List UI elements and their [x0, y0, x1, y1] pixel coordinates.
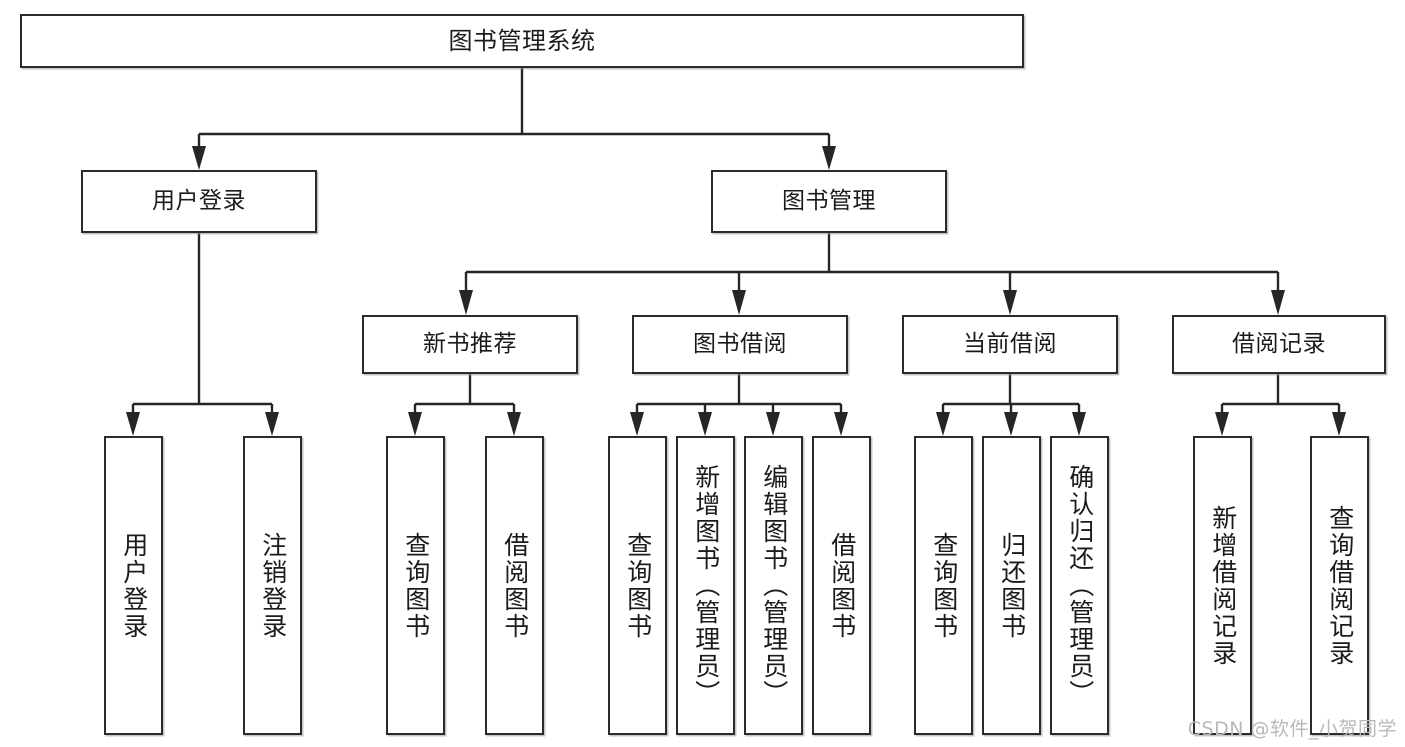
arrow-root-to-user-login — [192, 146, 206, 170]
arrow-current-leaf-1 — [936, 412, 950, 436]
arrow-current-leaf-2 — [1004, 412, 1018, 436]
node-label: 当前借阅 — [963, 330, 1057, 357]
node-user-login[interactable]: 用户登录 — [81, 170, 317, 233]
arrow-record-leaf-2 — [1332, 412, 1346, 436]
node-label: 用户登录 — [152, 187, 246, 214]
node-label: 确认归还（管理员） — [1065, 464, 1095, 707]
arrow-newbook-leaf-1 — [408, 412, 422, 436]
node-label: 新增借阅记录 — [1208, 504, 1238, 667]
csdn-watermark: CSDN @软件_小贺同学 — [1187, 718, 1397, 740]
leaf-book-borrow-add-book[interactable]: 新增图书（管理员） — [676, 436, 735, 735]
node-book-management[interactable]: 图书管理 — [711, 170, 947, 233]
node-label: 用户登录 — [119, 531, 149, 640]
node-label: 借阅图书 — [827, 531, 857, 640]
leaf-user-login-login[interactable]: 用户登录 — [104, 436, 163, 735]
node-label: 编辑图书（管理员） — [759, 464, 789, 707]
arrow-newbook-leaf-2 — [507, 412, 521, 436]
node-label: 注销登录 — [258, 531, 288, 640]
leaf-book-borrow-query-book[interactable]: 查询图书 — [608, 436, 667, 735]
node-label: 图书借阅 — [693, 330, 787, 357]
node-label: 新增图书（管理员） — [691, 464, 721, 707]
arrow-bookmgmt-child-3 — [1003, 290, 1017, 315]
leaf-current-borrow-return-book[interactable]: 归还图书 — [982, 436, 1041, 735]
node-label: 新书推荐 — [423, 330, 517, 357]
node-label: 归还图书 — [997, 531, 1027, 640]
node-label: 查询图书 — [623, 531, 653, 640]
leaf-new-book-query-book[interactable]: 查询图书 — [386, 436, 445, 735]
arrow-current-leaf-3 — [1072, 412, 1086, 436]
node-root-system[interactable]: 图书管理系统 — [20, 14, 1024, 68]
arrow-bookmgmt-child-2 — [732, 290, 746, 315]
leaf-new-book-borrow-book[interactable]: 借阅图书 — [485, 436, 544, 735]
node-label: 查询借阅记录 — [1325, 504, 1355, 667]
arrow-borrow-leaf-1 — [630, 412, 644, 436]
arrow-root-to-book-mgmt — [822, 146, 836, 170]
arrow-userlogin-leaf-2 — [265, 412, 279, 436]
node-current-borrow[interactable]: 当前借阅 — [902, 315, 1118, 374]
arrow-borrow-leaf-3 — [766, 412, 780, 436]
node-new-book-recommend[interactable]: 新书推荐 — [362, 315, 578, 374]
leaf-borrow-record-add-record[interactable]: 新增借阅记录 — [1193, 436, 1252, 735]
leaf-current-borrow-query-book[interactable]: 查询图书 — [914, 436, 973, 735]
arrow-userlogin-leaf-1 — [126, 412, 140, 436]
leaf-borrow-record-query-record[interactable]: 查询借阅记录 — [1310, 436, 1369, 735]
node-book-borrow[interactable]: 图书借阅 — [632, 315, 848, 374]
node-borrow-record[interactable]: 借阅记录 — [1172, 315, 1386, 374]
leaf-user-login-logout[interactable]: 注销登录 — [243, 436, 302, 735]
arrow-bookmgmt-child-4 — [1271, 290, 1285, 315]
node-label: 图书管理系统 — [448, 26, 596, 55]
node-label: 图书管理 — [782, 187, 876, 214]
leaf-current-borrow-confirm-return[interactable]: 确认归还（管理员） — [1050, 436, 1109, 735]
node-label: 借阅记录 — [1232, 330, 1326, 357]
node-label: 借阅图书 — [500, 531, 530, 640]
leaf-book-borrow-borrow-book[interactable]: 借阅图书 — [812, 436, 871, 735]
arrow-borrow-leaf-2 — [698, 412, 712, 436]
arrow-borrow-leaf-4 — [834, 412, 848, 436]
leaf-book-borrow-edit-book[interactable]: 编辑图书（管理员） — [744, 436, 803, 735]
arrow-record-leaf-1 — [1215, 412, 1229, 436]
arrow-bookmgmt-child-1 — [459, 290, 473, 315]
node-label: 查询图书 — [401, 531, 431, 640]
node-label: 查询图书 — [929, 531, 959, 640]
